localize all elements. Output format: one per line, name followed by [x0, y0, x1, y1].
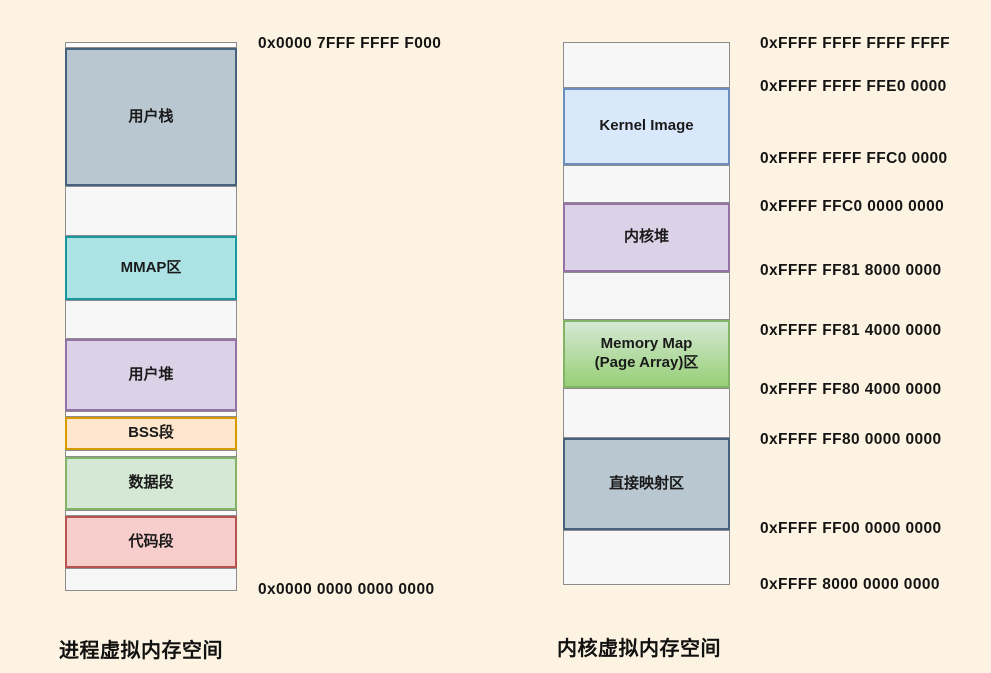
memory-block-label: 直接映射区 — [608, 474, 684, 492]
gap-block — [65, 450, 237, 457]
user-heap-block: 用户堆 — [65, 339, 237, 411]
free-area-block — [65, 186, 237, 236]
direct-mapping-area-block: 直接映射区 — [563, 438, 730, 530]
user-stack-block: 用户栈 — [65, 48, 237, 186]
memory-block-label: MMAP区 — [120, 258, 182, 276]
address-label: 0xFFFF FFFF FFFF FFFF — [760, 35, 951, 52]
address-label: 0x0000 0000 0000 0000 — [258, 581, 435, 598]
free-area-block — [65, 568, 237, 591]
memory-block-label: Memory Map (Page Array)区 — [594, 335, 699, 371]
memory-block-label: BSS段 — [128, 424, 174, 442]
free-area-block — [563, 42, 730, 88]
kernel-image-block: Kernel Image — [563, 88, 730, 165]
kernel-heap-block: 内核堆 — [563, 203, 730, 272]
address-label: 0xFFFF FF00 0000 0000 — [760, 520, 942, 537]
free-area-block — [563, 272, 730, 320]
gap-block — [65, 42, 237, 48]
memory-map-page-array-block: Memory Map (Page Array)区 — [563, 320, 730, 388]
address-label: 0xFFFF FFC0 0000 0000 — [760, 198, 945, 215]
process-diagram-title: 进程虚拟内存空间 — [59, 640, 223, 662]
bss-segment-block: BSS段 — [65, 417, 237, 450]
free-area-block — [65, 300, 237, 339]
memory-block-label: 用户栈 — [128, 107, 174, 125]
address-label: 0xFFFF FF81 8000 0000 — [760, 262, 942, 279]
free-area-block — [563, 165, 730, 203]
address-label: 0xFFFF 8000 0000 0000 — [760, 576, 940, 593]
address-label: 0xFFFF FFFF FFC0 0000 — [760, 150, 948, 167]
address-label: 0xFFFF FF81 4000 0000 — [760, 322, 942, 339]
memory-block-label: 内核堆 — [623, 228, 669, 246]
address-label: 0xFFFF FF80 0000 0000 — [760, 431, 942, 448]
gap-block — [65, 411, 237, 417]
process-memory-column: 用户栈 MMAP区用户堆 BSS段数据段代码段 — [65, 42, 237, 591]
memory-block-label: 用户堆 — [128, 365, 174, 383]
code-segment-block: 代码段 — [65, 516, 237, 568]
memory-block-label: Kernel Image — [599, 117, 694, 135]
memory-block-label: 代码段 — [128, 532, 174, 550]
address-label: 0xFFFF FF80 4000 0000 — [760, 381, 942, 398]
free-area-block — [563, 530, 730, 585]
address-label: 0x0000 7FFF FFFF F000 — [258, 35, 442, 52]
kernel-memory-column: Kernel Image 内核堆 Memory Map (Page Array)区直… — [563, 42, 730, 585]
address-label: 0xFFFF FFFF FFE0 0000 — [760, 78, 947, 95]
kernel-diagram-title: 内核虚拟内存空间 — [557, 638, 721, 660]
free-area-block — [563, 388, 730, 438]
data-segment-block: 数据段 — [65, 457, 237, 510]
gap-block — [65, 510, 237, 516]
memory-block-label: 数据段 — [128, 474, 174, 492]
mmap-area-block: MMAP区 — [65, 236, 237, 300]
